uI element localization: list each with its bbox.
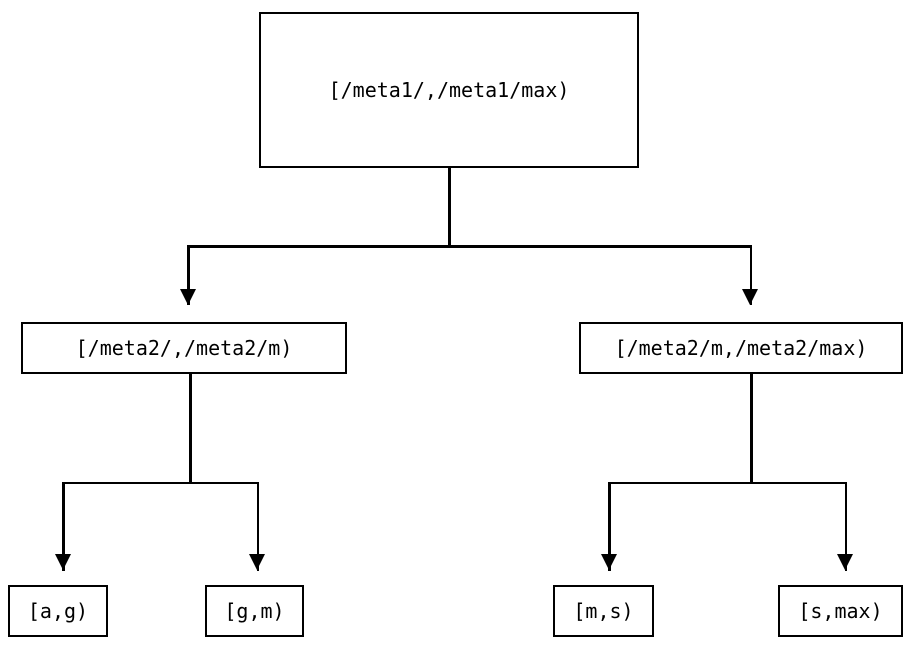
node-mid-left-label: [/meta2/,/meta2/m) — [75, 336, 293, 360]
node-leaf-ms[interactable]: [m,s) — [553, 585, 654, 637]
node-mid-left[interactable]: [/meta2/,/meta2/m) — [21, 322, 347, 374]
edge-root-to-mid-left-drop — [187, 245, 190, 305]
node-leaf-ag[interactable]: [a,g) — [8, 585, 108, 637]
arrowhead-mid-right-to-leaf-smax — [837, 554, 853, 570]
edge-mid-right-to-leaf-ms-drop — [608, 481, 611, 571]
node-leaf-smax-label: [s,max) — [798, 599, 883, 623]
node-leaf-ms-label: [m,s) — [573, 599, 634, 623]
arrowhead-root-to-mid-right — [742, 289, 758, 305]
node-mid-right-label: [/meta2/m,/meta2/max) — [614, 336, 868, 360]
arrowhead-mid-left-to-leaf-ag — [55, 554, 71, 570]
arrowhead-mid-right-to-leaf-ms — [601, 554, 617, 570]
edge-mid-left-to-leaf-ag-drop — [62, 481, 65, 571]
node-leaf-gm[interactable]: [g,m) — [205, 585, 304, 637]
edge-mid-left-to-leaf-gm-drop — [256, 481, 259, 571]
edge-mid-right-to-leaf-smax-drop — [844, 481, 847, 571]
node-root-label: [/meta1/,/meta1/max) — [328, 78, 570, 102]
edge-mid-right-stem — [750, 374, 753, 484]
arrowhead-root-to-mid-left — [180, 289, 196, 305]
arrowhead-mid-left-to-leaf-gm — [249, 554, 265, 570]
edge-root-to-mid-right-drop — [749, 245, 752, 305]
node-leaf-ag-label: [a,g) — [27, 599, 89, 623]
edge-mid-left-spreader — [62, 481, 259, 484]
node-root[interactable]: [/meta1/,/meta1/max) — [259, 12, 639, 168]
node-mid-right[interactable]: [/meta2/m,/meta2/max) — [579, 322, 903, 374]
edge-root-stem — [448, 167, 451, 247]
node-leaf-smax[interactable]: [s,max) — [778, 585, 903, 637]
edge-mid-right-spreader — [608, 481, 847, 484]
edge-root-spreader — [187, 245, 752, 248]
node-leaf-gm-label: [g,m) — [224, 599, 285, 623]
edge-mid-left-stem — [189, 374, 192, 484]
